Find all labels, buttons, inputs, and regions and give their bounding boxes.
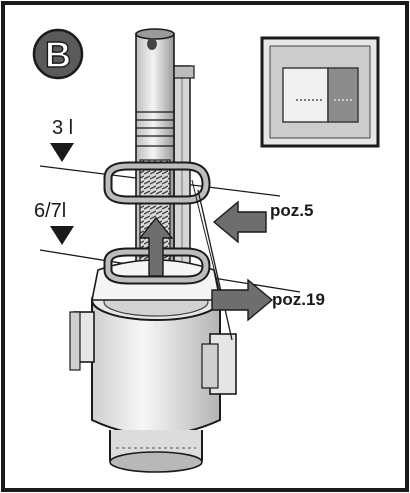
lower-float-ring	[103, 247, 211, 285]
right-clip	[201, 333, 237, 395]
callout-arrow-poz5-icon	[212, 200, 267, 244]
callout-label-poz19: poz.19	[272, 290, 325, 309]
upper-float-ring	[103, 161, 211, 205]
level-label-6-7l: 6/7l	[34, 200, 66, 222]
flush-plate-icon	[260, 36, 380, 148]
variant-badge: B	[32, 28, 84, 80]
callout-label-poz5: poz.5	[270, 201, 313, 220]
up-arrow-icon	[138, 216, 174, 277]
valve-housing	[91, 259, 221, 473]
left-clip	[69, 311, 95, 371]
cord	[191, 179, 223, 301]
callout-arrow-poz19-icon	[211, 278, 274, 322]
level-label-3l: 3 l	[52, 117, 73, 139]
cord	[197, 189, 233, 341]
badge-letter: B	[45, 34, 71, 75]
